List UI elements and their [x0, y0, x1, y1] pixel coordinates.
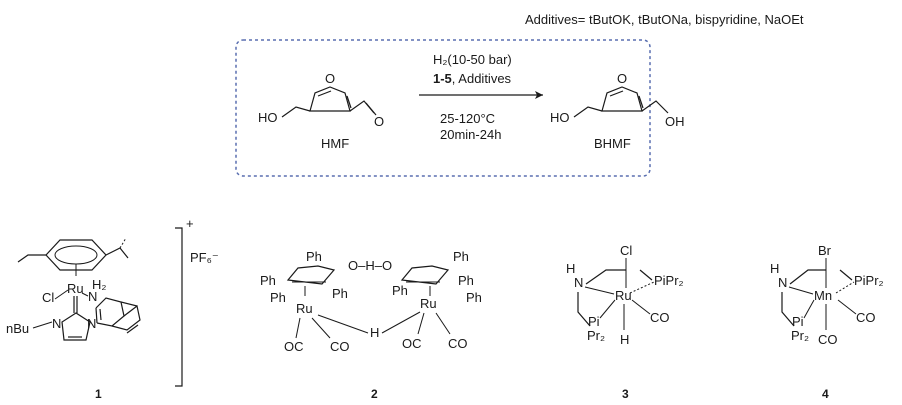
- svg-text:O–H–O: O–H–O: [348, 258, 392, 273]
- svg-text:Pr₂: Pr₂: [587, 328, 605, 343]
- complex-3: Cl Ru H N PiPr₂ Pi Pr₂ CO H 3: [566, 243, 684, 401]
- bhmf-oh-label: OH: [665, 114, 685, 129]
- svg-text:Ph: Ph: [453, 249, 469, 264]
- condition-catalysts: 1-5, Additives: [433, 71, 512, 86]
- bhmf-label: BHMF: [594, 136, 631, 151]
- svg-text:PF₆⁻: PF₆⁻: [190, 250, 219, 265]
- svg-text:Ru: Ru: [296, 301, 313, 316]
- bhmf-ho-label: HO: [550, 110, 570, 125]
- svg-text:Mn: Mn: [814, 288, 832, 303]
- svg-text:Br: Br: [818, 243, 832, 258]
- hmf-label: HMF: [321, 136, 349, 151]
- complex-1: Ru Cl H₂ N N N nBu + PF₆⁻ 1: [6, 216, 219, 401]
- svg-text:+: +: [186, 216, 194, 231]
- condition-h2: H₂(10-50 bar): [433, 52, 512, 67]
- additives-text: Additives= tButOK, tButONa, bispyridine,…: [525, 12, 804, 27]
- svg-text:Ph: Ph: [270, 290, 286, 305]
- svg-text:CO: CO: [856, 310, 876, 325]
- compound-number-2: 2: [371, 387, 378, 401]
- svg-text:Ph: Ph: [306, 249, 322, 264]
- svg-text:nBu: nBu: [6, 321, 29, 336]
- svg-text:N: N: [778, 275, 787, 290]
- svg-text:H₂: H₂: [92, 277, 106, 292]
- arrow-head: [535, 91, 543, 99]
- svg-text:Cl: Cl: [42, 290, 54, 305]
- svg-text:H: H: [566, 261, 575, 276]
- svg-text:Pi: Pi: [588, 314, 600, 329]
- svg-text:CO: CO: [330, 339, 350, 354]
- svg-text:Ph: Ph: [332, 286, 348, 301]
- svg-text:PiPr₂: PiPr₂: [854, 273, 884, 288]
- svg-text:O: O: [325, 71, 335, 86]
- svg-text:O: O: [617, 71, 627, 86]
- svg-text:N: N: [87, 316, 96, 331]
- svg-text:N: N: [88, 289, 97, 304]
- svg-text:Cl: Cl: [620, 243, 632, 258]
- svg-text:Ph: Ph: [466, 290, 482, 305]
- svg-text:CO: CO: [818, 332, 838, 347]
- svg-text:N: N: [52, 316, 61, 331]
- compound-number-1: 1: [95, 387, 102, 401]
- complex-2: Ph Ph Ph Ph Ru Ph Ph Ph Ph Ru O–H–O H OC…: [260, 249, 482, 401]
- complex-4: Br Mn H N PiPr₂ Pi Pr₂ CO CO 4: [770, 243, 884, 401]
- hmf-ho-label: HO: [258, 110, 278, 125]
- svg-text:Ru: Ru: [420, 296, 437, 311]
- svg-text:Ru: Ru: [615, 288, 632, 303]
- svg-text:Ph: Ph: [458, 273, 474, 288]
- condition-temperature: 25-120°C: [440, 111, 495, 126]
- svg-text:Pr₂: Pr₂: [791, 328, 809, 343]
- svg-text:Ph: Ph: [260, 273, 276, 288]
- svg-text:N: N: [574, 275, 583, 290]
- svg-text:H: H: [770, 261, 779, 276]
- svg-text:Ru: Ru: [67, 281, 84, 296]
- bhmf-structure: O HO OH BHMF: [550, 71, 685, 151]
- svg-text:Ph: Ph: [392, 283, 408, 298]
- svg-text:CO: CO: [448, 336, 468, 351]
- hmf-structure: O O HO HMF: [258, 71, 384, 151]
- svg-text:H: H: [620, 332, 629, 347]
- reaction-box: [235, 39, 651, 177]
- svg-text:H: H: [370, 325, 379, 340]
- svg-text:O: O: [374, 114, 384, 129]
- svg-text:OC: OC: [402, 336, 422, 351]
- svg-text:CO: CO: [650, 310, 670, 325]
- compound-number-3: 3: [622, 387, 629, 401]
- svg-text:Pi: Pi: [792, 314, 804, 329]
- svg-text:PiPr₂: PiPr₂: [654, 273, 684, 288]
- svg-text:OC: OC: [284, 339, 304, 354]
- condition-time: 20min-24h: [440, 127, 501, 142]
- compound-number-4: 4: [822, 387, 829, 401]
